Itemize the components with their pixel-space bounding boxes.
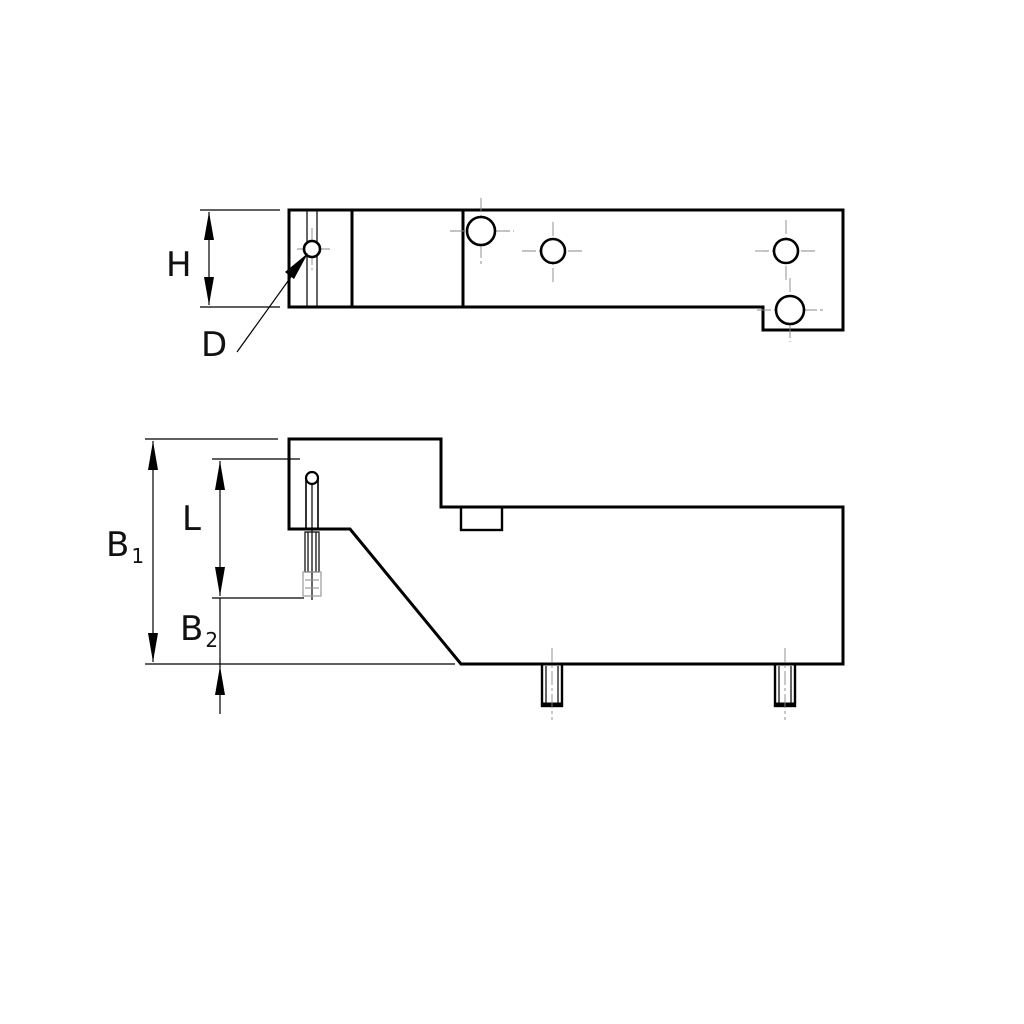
dimension-arrow (204, 212, 214, 240)
mounting-hole (465, 215, 497, 247)
ejector-pin (302, 470, 322, 600)
top-view: H D (166, 198, 845, 365)
bottom-screw (540, 648, 564, 720)
dimension-arrow (215, 666, 225, 695)
dimension-label-l: L (182, 499, 201, 539)
dimension-arrow (215, 461, 225, 490)
mounting-hole (774, 294, 806, 326)
bottom-screw (773, 648, 797, 720)
dimension-arrow (148, 441, 158, 470)
side-view-key (459, 505, 504, 532)
dimension-label-h: H (166, 245, 192, 285)
mounting-hole (539, 237, 567, 265)
leader-arrow (285, 253, 308, 279)
side-view-outline (287, 437, 845, 666)
dimension-arrow (215, 567, 225, 596)
dimension-arrow (204, 277, 214, 305)
mounting-hole (772, 237, 800, 265)
dimension-label-d: D (201, 325, 227, 365)
top-view-outline (287, 208, 845, 332)
dimension-arrow (148, 633, 158, 662)
